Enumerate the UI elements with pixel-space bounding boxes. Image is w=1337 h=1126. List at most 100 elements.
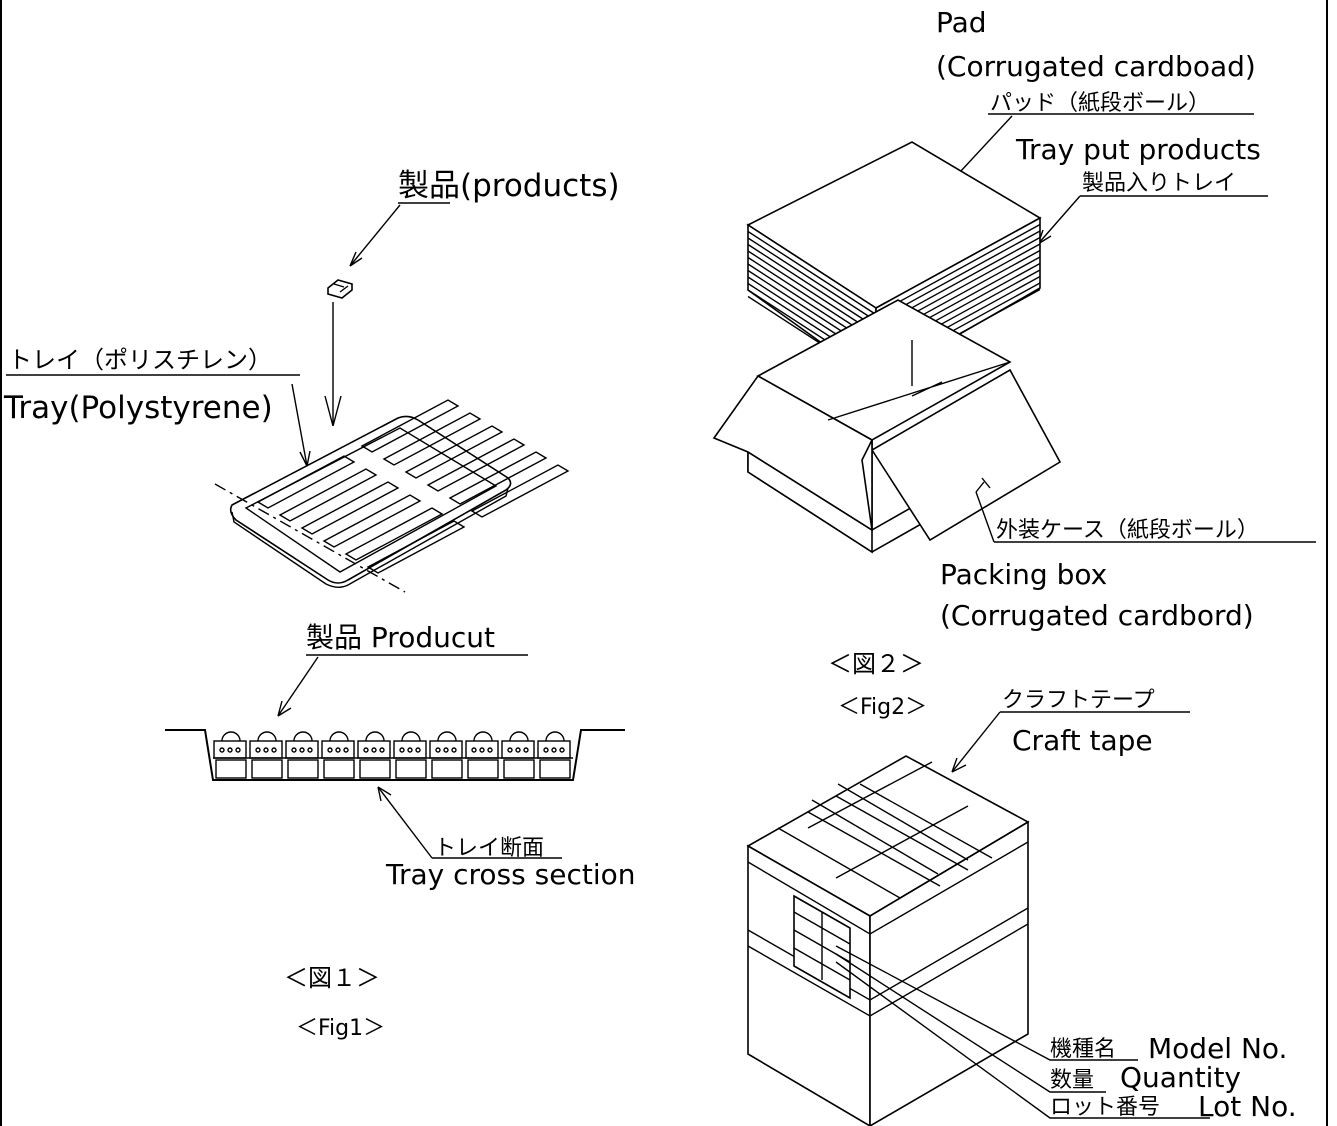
tray-slot — [426, 438, 526, 492]
section-product-bump — [221, 731, 241, 742]
packing-box-open-drawing — [712, 299, 1062, 554]
section-cell — [357, 740, 391, 759]
section-dot — [559, 747, 565, 753]
product-section-label: 製品 Producut — [306, 621, 495, 654]
section-dot — [515, 747, 521, 753]
section-dot — [399, 747, 405, 753]
section-dot — [291, 747, 297, 753]
section-pocket — [215, 759, 247, 779]
tray-section-arrowhead — [377, 786, 392, 802]
section-dot — [379, 747, 385, 753]
section-cell — [285, 740, 319, 759]
section-product-bump — [257, 731, 277, 742]
section-dot — [471, 747, 477, 753]
box-label-plate — [793, 894, 851, 1000]
tape-leader — [951, 711, 1001, 773]
product-section-leader — [277, 656, 319, 717]
section-cell — [537, 740, 571, 759]
lot-label-en: Lot No. — [1198, 1090, 1297, 1123]
section-dot — [487, 747, 493, 753]
lot-leader — [835, 961, 1210, 1119]
section-cell — [465, 740, 499, 759]
section-dot — [335, 747, 341, 753]
box-arrowhead — [975, 477, 991, 493]
section-dot — [271, 747, 277, 753]
section-dot — [255, 747, 261, 753]
section-product-bump — [545, 731, 565, 742]
fig1-caption-jp: ＜図１＞ — [284, 964, 380, 992]
section-product-bump — [509, 731, 529, 742]
tray-slot — [470, 464, 570, 518]
pad-label-en-2: (Corrugated cardboad) — [936, 50, 1256, 83]
section-pocket — [287, 759, 319, 779]
section-cell — [429, 740, 463, 759]
section-dot — [307, 747, 313, 753]
section-cell — [213, 740, 247, 759]
tray-slot — [366, 520, 466, 574]
tray-slot — [344, 507, 444, 561]
fig1-caption-en: ＜Fig1＞ — [296, 1016, 385, 1041]
pad-label-en-1: Pad — [936, 6, 987, 39]
section-product-bump — [437, 731, 457, 742]
section-dot — [235, 747, 241, 753]
section-dot — [551, 747, 557, 753]
fig2-caption-en: ＜Fig2＞ — [838, 695, 927, 720]
product-part-icon — [327, 279, 353, 299]
section-dot — [299, 747, 305, 753]
tray-slot — [278, 468, 378, 522]
section-dot — [435, 747, 441, 753]
placement-arrowhead — [324, 395, 342, 427]
section-pocket — [359, 759, 391, 779]
tray-slot — [360, 399, 460, 453]
section-product-bump — [365, 731, 385, 742]
section-pocket — [431, 759, 463, 779]
tray-arrowhead — [299, 450, 311, 467]
section-dot — [407, 747, 413, 753]
section-dot — [543, 747, 549, 753]
products-label: 製品(products) — [398, 168, 620, 204]
section-dot — [443, 747, 449, 753]
fig2-caption-jp: ＜図２＞ — [828, 650, 924, 678]
qty-label-en: Quantity — [1120, 1061, 1241, 1094]
box-label-jp: 外装ケース（紙段ボール） — [996, 518, 1259, 543]
box-label-en-1: Packing box — [940, 558, 1107, 591]
section-product-bump — [293, 731, 313, 742]
product-section-arrowhead — [277, 700, 292, 717]
section-dot — [371, 747, 377, 753]
closed-box-drawing — [746, 755, 1030, 1126]
section-pocket — [323, 759, 355, 779]
tray-section-label-jp: トレイ断面 — [434, 836, 544, 861]
tray-slot — [256, 455, 356, 509]
box-leader — [975, 491, 995, 543]
products-leader — [349, 204, 401, 267]
section-dot — [227, 747, 233, 753]
section-dot — [363, 747, 369, 753]
section-dot — [479, 747, 485, 753]
section-cut-line — [214, 483, 406, 593]
tape-arrowhead — [951, 757, 967, 773]
section-pocket — [251, 759, 283, 779]
tray-slot — [404, 425, 504, 479]
section-pocket — [395, 759, 427, 779]
tray-section-leader — [377, 786, 433, 859]
tray-label-jp: トレイ（ポリスチレン） — [8, 346, 272, 374]
fig3-group: クラフトテープ Craft tape 機種名 Model No. 数量 Quan… — [746, 688, 1297, 1126]
model-leader — [835, 945, 1138, 1061]
box-label-en-2: (Corrugated cardbord) — [940, 599, 1254, 632]
model-label-jp: 機種名 — [1050, 1037, 1116, 1062]
section-pocket — [503, 759, 535, 779]
tray-leader — [291, 383, 308, 467]
fig2-group: Pad (Corrugated cardboad) パッド（紙段ボール） Tra… — [712, 6, 1316, 720]
tray-drawing — [214, 399, 570, 593]
section-dot — [507, 747, 513, 753]
pad-label-jp: パッド（紙段ボール） — [990, 91, 1210, 116]
qty-label-jp: 数量 — [1050, 1068, 1094, 1093]
section-pocket — [539, 759, 571, 779]
tape-label-en: Craft tape — [1012, 724, 1153, 757]
tray-slot — [448, 451, 548, 505]
tape-label-jp: クラフトテープ — [1002, 688, 1155, 713]
section-product-bump — [401, 731, 421, 742]
section-dot — [451, 747, 457, 753]
tray-slot — [322, 494, 422, 548]
